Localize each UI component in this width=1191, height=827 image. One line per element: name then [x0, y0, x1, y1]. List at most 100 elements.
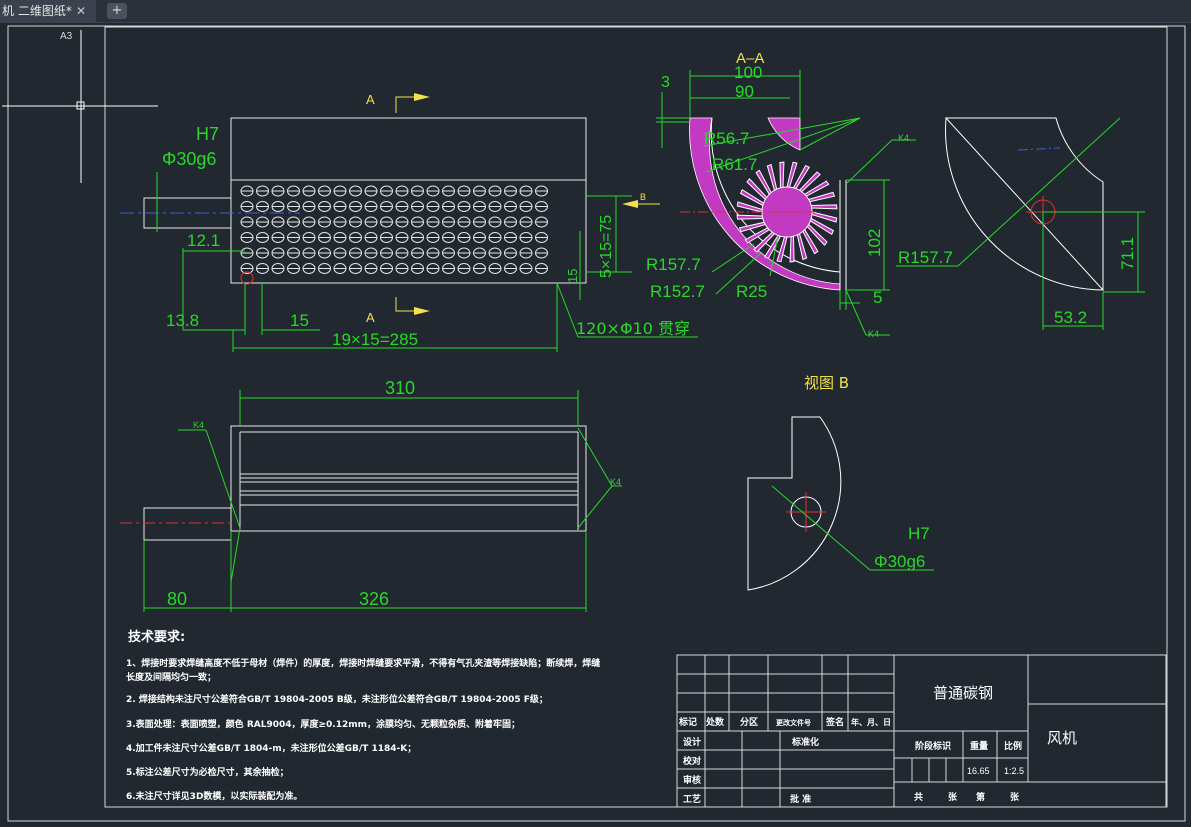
tb-stage: 阶段标识	[915, 740, 951, 752]
tb-approve: 批 准	[790, 793, 811, 805]
dim-r61-7: R61.7	[712, 155, 757, 174]
dim-r152-7: R152.7	[650, 282, 705, 301]
dim-shaft-dia-right: Φ30g6	[874, 552, 925, 571]
note-line-4: 4.加工件未注尺寸公差GB/T 1804-m，未注形位公差GB/T 1184-K…	[126, 742, 416, 754]
dim-r157-7-section: R157.7	[646, 255, 701, 274]
tb-design: 设计	[683, 736, 701, 748]
weld-symbol-left: K4	[193, 420, 204, 430]
note-line-5: 5.标注公差尺寸为必检尺寸，其余抽检；	[126, 766, 289, 778]
tb-review: 审核	[683, 774, 701, 786]
drawing-canvas[interactable]: A3 A A B	[0, 22, 1191, 827]
section-letter-bottom: A	[366, 310, 375, 325]
rotor-blade	[807, 191, 836, 203]
dim-285: 19×15=285	[332, 330, 418, 349]
view-b	[747, 416, 842, 591]
dim-shaft-dia-left: Φ30g6	[162, 149, 216, 169]
rotor-blade	[779, 161, 785, 189]
weld-symbol-section-top: K4	[898, 133, 909, 143]
dim-h7-right: H7	[908, 524, 930, 543]
dim-holes-callout: 120×Φ10 贯穿	[576, 319, 690, 338]
tb-weight: 重量	[970, 740, 988, 752]
view-b-label: 视图 B	[804, 374, 849, 392]
tab-drawing[interactable]: 机 二维图纸* ✕	[0, 0, 96, 22]
weld-symbol-right: K4	[610, 477, 621, 487]
section-view-aa	[680, 117, 847, 291]
outer-frame	[7, 25, 1186, 822]
tb-check: 校对	[683, 755, 701, 767]
tb-standard: 标准化	[791, 736, 819, 748]
note-line-1b: 长度及间隔均匀一致；	[126, 671, 216, 683]
tb-material: 普通碳钢	[933, 684, 993, 702]
section-marker-top: A	[366, 92, 430, 113]
notes-title: 技术要求:	[128, 629, 185, 645]
section-aa-label: A–A	[736, 50, 764, 67]
rotor-blade	[810, 204, 838, 210]
section-aa-dimensions	[656, 70, 916, 336]
arrow-b-letter: B	[640, 192, 646, 202]
inner-frame	[104, 26, 1168, 808]
tab-title: 机 二维图纸*	[2, 4, 72, 18]
view-b-dimensions	[771, 485, 934, 571]
dim-310: 310	[385, 378, 415, 398]
new-tab-button[interactable]: +	[107, 3, 127, 19]
rotor-blade	[738, 221, 767, 233]
tb-sheets: 张	[948, 791, 958, 803]
dim-12-1: 12.1	[187, 231, 220, 250]
top-view-dimensions	[143, 390, 622, 612]
front-view	[120, 117, 587, 285]
tb-process: 工艺	[683, 793, 701, 805]
dim-r56-7: R56.7	[704, 129, 749, 148]
technical-notes: 技术要求: 1、焊接时要求焊缝高度不低于母材（焊件）的厚度，焊接时焊缝要求平滑，…	[126, 629, 600, 802]
tb-sheets-2: 张	[1010, 791, 1020, 803]
top-view	[120, 425, 587, 541]
tb-header-zone: 分区	[740, 716, 758, 728]
front-view-dimensions	[156, 172, 698, 352]
rotor-blade	[736, 214, 764, 220]
dim-100: 100	[734, 63, 762, 82]
note-line-2: 2. 焊接结构未注尺寸公差符合GB/T 19804-2005 B级，未注形位公差…	[126, 693, 548, 705]
dim-r25: R25	[736, 282, 767, 301]
note-line-1: 1、焊接时要求焊缝高度不低于母材（焊件）的厚度，焊接时焊缝要求平滑，不得有气孔夹…	[126, 657, 600, 669]
side-view	[944, 117, 1104, 292]
tab-bar: 机 二维图纸* ✕ +	[0, 0, 1191, 23]
perforation-holes	[240, 185, 548, 274]
tb-scale: 比例	[1004, 740, 1022, 752]
weld-symbol-section-bottom: K4	[868, 329, 879, 339]
dim-80: 80	[167, 589, 187, 609]
tb-header-sign: 签名	[825, 716, 844, 728]
crosshair-cursor	[2, 30, 158, 183]
tb-scale-value: 1:2.5	[1004, 766, 1024, 776]
view-arrow-b: B	[622, 192, 660, 208]
section-marker-bottom: A	[366, 297, 430, 325]
tb-header-doc: 更改文件号	[776, 718, 811, 727]
title-block	[676, 654, 1167, 808]
dim-5: 5	[873, 288, 882, 307]
title-block-text: 普通碳钢 风机 标记 处数 分区 更改文件号 签名 年、月、日 设计 标准化 校…	[678, 684, 1077, 805]
dim-90: 90	[735, 82, 754, 101]
dim-15-v: 15	[565, 269, 580, 283]
tb-header-count: 处数	[705, 716, 725, 728]
section-letter-top: A	[366, 92, 375, 107]
dim-r157-7-side: R157.7	[898, 248, 953, 267]
tb-header-mark: 标记	[678, 716, 697, 728]
dim-3: 3	[661, 74, 670, 91]
tb-no: 第	[976, 791, 985, 803]
rotor-blade	[766, 163, 778, 192]
note-line-6: 6.未注尺寸详见3D数模，以实际装配为准。	[126, 790, 302, 802]
tb-total: 共	[914, 791, 923, 803]
dim-326: 326	[359, 589, 389, 609]
rotor-blade	[796, 232, 808, 261]
dim-h7-left: H7	[196, 124, 219, 144]
dim-13-8: 13.8	[166, 311, 199, 330]
rotor-blade	[789, 235, 795, 263]
sheet-size-label: A3	[60, 31, 73, 42]
close-icon[interactable]: ✕	[76, 4, 87, 18]
dim-15-h: 15	[290, 311, 309, 330]
tb-weight-value: 16.65	[967, 766, 990, 776]
tb-part-name: 风机	[1047, 729, 1077, 747]
side-view-dimensions	[896, 117, 1145, 330]
dim-53-2: 53.2	[1054, 308, 1087, 327]
tb-header-date: 年、月、日	[851, 717, 891, 727]
dim-102: 102	[865, 229, 884, 257]
note-line-3: 3.表面处理：表面喷塑，颜色 RAL9004，厚度≥0.12mm，涂膜均匀、无颗…	[126, 718, 520, 730]
